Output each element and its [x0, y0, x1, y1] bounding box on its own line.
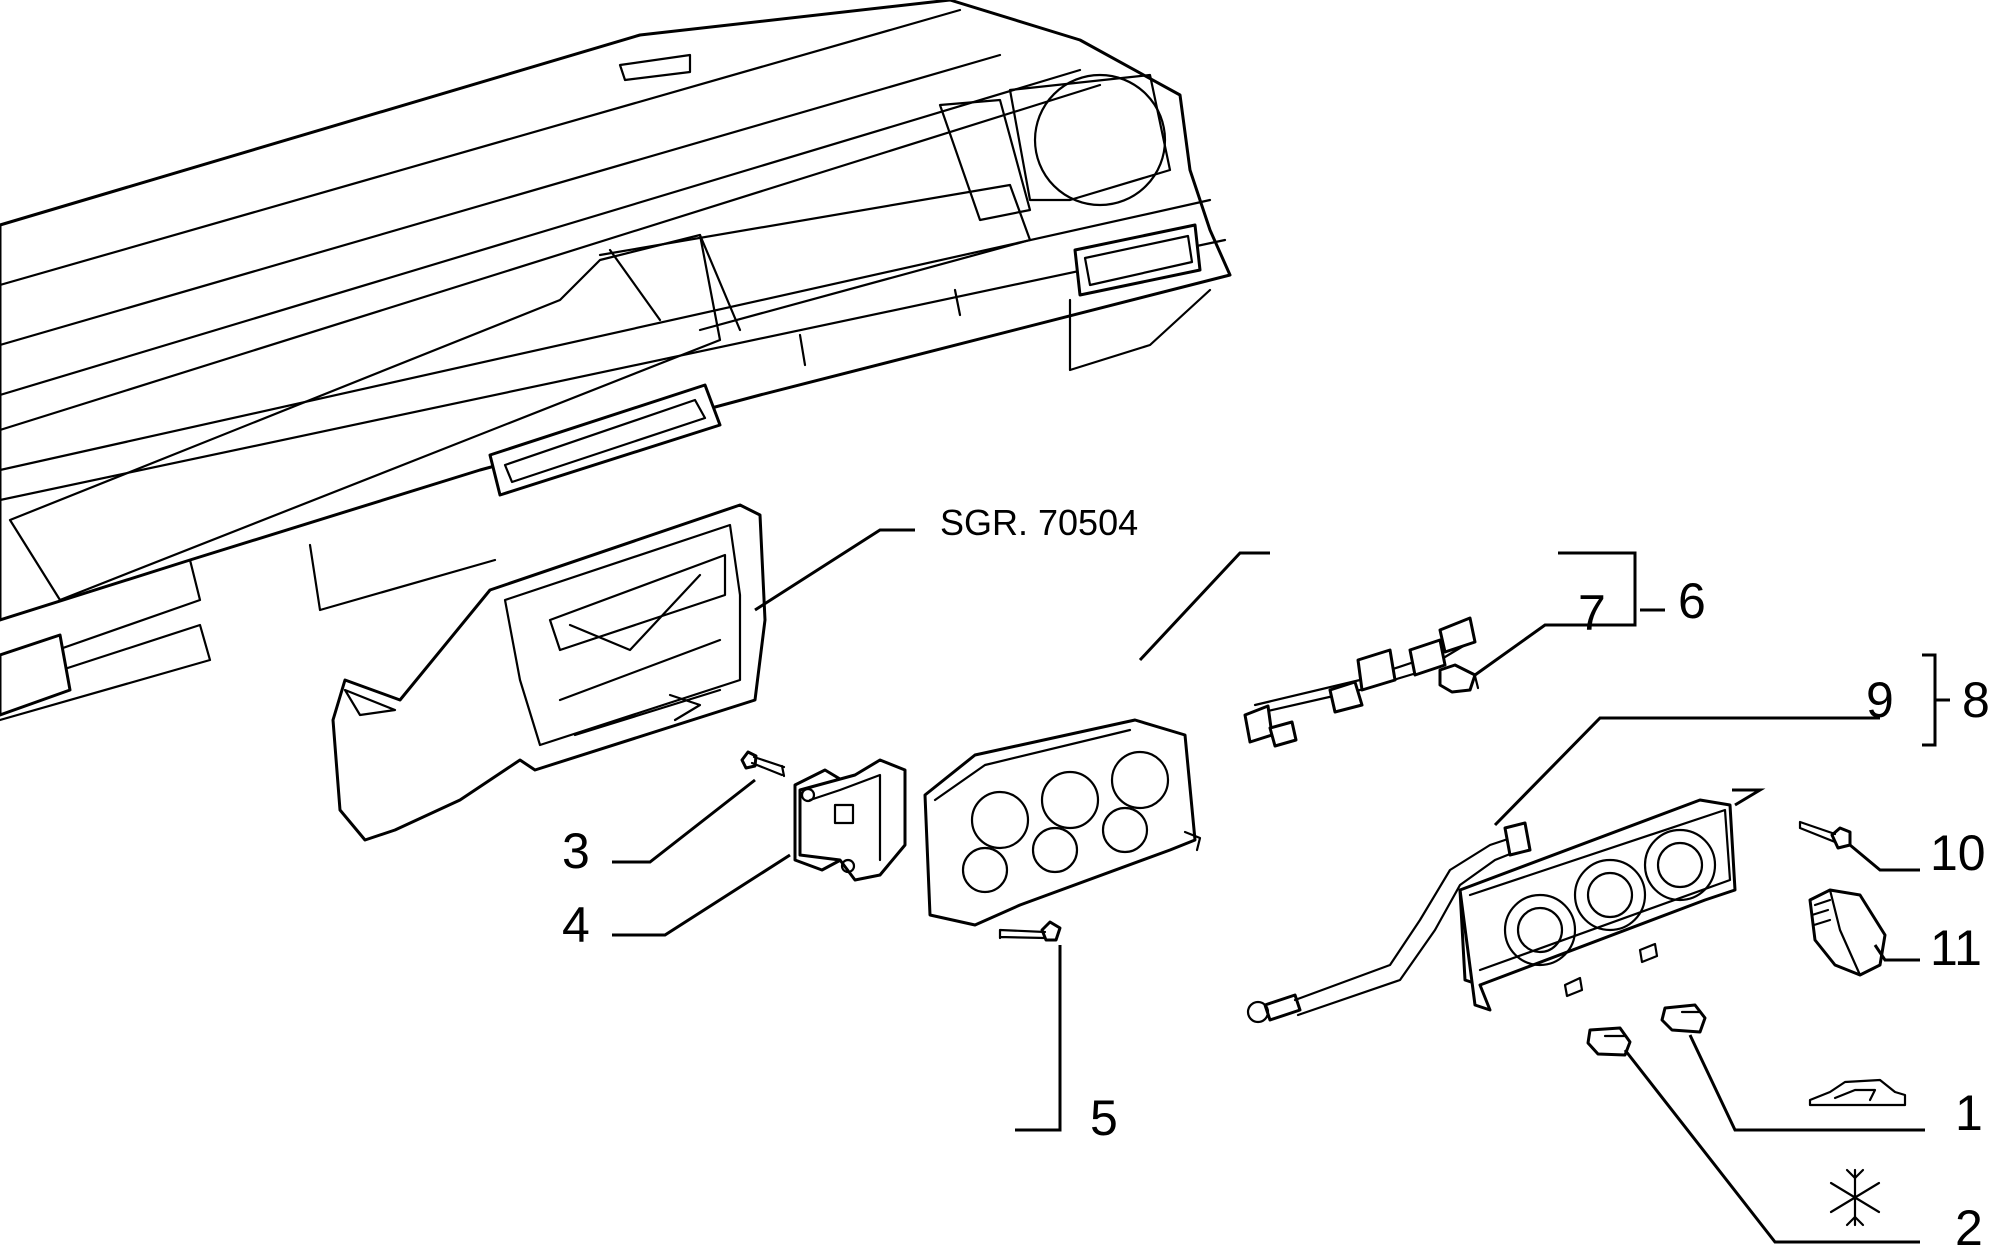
- recirculation-switch-part-1: [1660, 1003, 1707, 1034]
- callout-8: 8: [1962, 672, 1990, 728]
- leader-lines: [612, 528, 1950, 1244]
- center-console-bezel: [331, 503, 767, 842]
- callout-4: 4: [562, 897, 590, 953]
- knob-part-11: [1808, 888, 1887, 977]
- car-interior-recirculation-icon: [1808, 1078, 1907, 1107]
- callout-7: 7: [1578, 585, 1606, 641]
- callout-11: 11: [1930, 920, 1982, 976]
- control-cable-part-9: [1246, 821, 1532, 1024]
- bulb-part-7: [1438, 663, 1480, 694]
- climate-control-panel-part-8: [1458, 798, 1737, 1012]
- callout-1: 1: [1955, 1085, 1983, 1141]
- blower-switch-part-4: [793, 758, 907, 882]
- wiring-harness-part-6: [1243, 616, 1477, 748]
- callout-2: 2: [1955, 1200, 1983, 1247]
- screw-part-10: [1798, 820, 1852, 850]
- reference-label: SGR. 70504: [940, 502, 1138, 543]
- callout-5: 5: [1090, 1090, 1118, 1146]
- callout-3: 3: [562, 823, 590, 879]
- callout-6: 6: [1678, 573, 1706, 629]
- control-housing: [923, 718, 1202, 942]
- callout-9: 9: [1866, 672, 1894, 728]
- dashboard-panel: [0, 0, 1232, 722]
- ac-switch-part-2: [1586, 1026, 1632, 1057]
- snowflake-icon: [1829, 1168, 1881, 1227]
- screw-part-3: [740, 750, 786, 778]
- callout-10: 10: [1930, 825, 1986, 881]
